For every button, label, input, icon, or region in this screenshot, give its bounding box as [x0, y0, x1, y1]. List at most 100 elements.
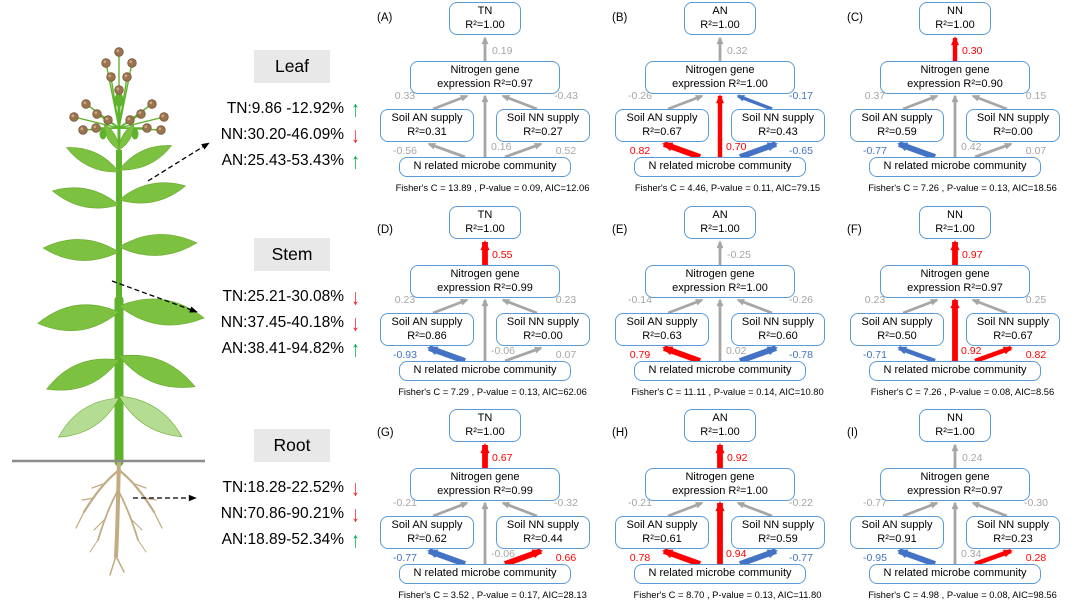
panel-letter: (E): [612, 224, 628, 236]
coef-soilnn_to_gene: -0.17: [789, 90, 813, 102]
gene-line1: Nitrogen gene: [450, 268, 520, 281]
fisher-stats: Fisher's C = 8.70 , P-value = 0.13, AIC=…: [633, 589, 822, 600]
arrow-soilnn_to_gene: [971, 501, 1008, 518]
target-r2: R²=1.00: [935, 18, 975, 31]
arrow-microbe_to_soilan: [897, 345, 936, 364]
arrow-soilan_to_gene: [667, 298, 704, 315]
gene-line1: Nitrogen gene: [685, 471, 755, 484]
trend-down-icon: ↓: [351, 284, 360, 310]
microbe-label: N related microbe community: [648, 364, 792, 377]
target-label: NN: [947, 412, 963, 425]
target-r2: R²=1.00: [465, 18, 505, 31]
gene-line1: Nitrogen gene: [450, 64, 520, 77]
soil-an-r2: R²=0.67: [642, 125, 682, 138]
coef-microbe_to_gene: 0.70: [726, 141, 747, 153]
target-label: AN: [712, 209, 728, 222]
coef-soilan_to_gene: 0.37: [865, 90, 886, 102]
soil-nn-line1: Soil NN supply: [741, 519, 815, 532]
stat-text: AN:38.41-94.82%: [221, 340, 344, 357]
soil-an-r2: R²=0.50: [877, 329, 917, 342]
microbe-label: N related microbe community: [413, 160, 557, 173]
stat-text: TN:9.86 -12.92%: [226, 100, 344, 117]
coef-microbe_to_gene: -0.06: [491, 345, 515, 357]
microbe-box: N related microbe community: [869, 157, 1041, 177]
panel-letter: (F): [847, 224, 862, 236]
trend-up-icon: ↑: [351, 148, 360, 174]
coef-microbe_to_gene: 0.16: [491, 141, 512, 153]
coef-microbe_to_soilnn: 0.28: [1026, 552, 1047, 564]
connector-stem: [111, 280, 198, 313]
coef-soilan_to_gene: -0.21: [393, 497, 417, 509]
stat-row: TN:18.28-22.52%↓: [190, 475, 362, 501]
soil-nn-r2: R²=0.60: [758, 329, 798, 342]
trend-up-icon: ↑: [351, 96, 360, 122]
coef-microbe_to_gene: 0.42: [961, 141, 982, 153]
arrow-microbe_to_soilnn: [504, 142, 543, 159]
arrow-microbe_to_soilnn: [739, 345, 778, 364]
arrow-soilnn_to_gene: [501, 298, 538, 315]
section-leaf-label: Leaf: [254, 50, 330, 83]
coef-soilnn_to_gene: -0.26: [789, 294, 813, 306]
arrow-soilnn_to_gene: [736, 501, 773, 518]
soil-an-r2: R²=0.63: [642, 329, 682, 342]
target-label: NN: [947, 5, 963, 18]
arrow-soilan_to_gene: [667, 94, 704, 111]
gene-line2: expression R²=0.99: [437, 484, 533, 497]
target-r2: R²=1.00: [700, 425, 740, 438]
coef-soilan_to_gene: -0.21: [628, 497, 652, 509]
coef-microbe_to_soilan: -0.77: [863, 145, 887, 157]
coef-soilan_to_gene: 0.33: [395, 90, 416, 102]
coef-soilan_to_gene: -0.14: [628, 294, 652, 306]
target-r2: R²=1.00: [465, 425, 505, 438]
soil-nn-line1: Soil NN supply: [741, 112, 815, 125]
microbe-box: N related microbe community: [399, 564, 571, 584]
arrow-soilnn_to_gene: [501, 501, 538, 518]
trend-down-icon: ↓: [351, 122, 360, 148]
stat-row: NN:30.20-46.09%↓: [190, 122, 362, 148]
target-label: NN: [947, 209, 963, 222]
coef-microbe_to_soilnn: -0.65: [789, 145, 813, 157]
coef-microbe_to_soilan: -0.95: [863, 552, 887, 564]
coef-microbe_to_soilan: -0.93: [393, 349, 417, 361]
coef-microbe_to_gene: 0.02: [726, 345, 747, 357]
arrow-soilan_to_gene: [902, 501, 939, 518]
arrow-microbe_to_soilnn: [974, 142, 1013, 159]
coef-microbe_to_soilan: -0.71: [863, 349, 887, 361]
target-r2: R²=1.00: [700, 222, 740, 235]
trend-up-icon: ↑: [351, 527, 360, 553]
panel-letter: (D): [377, 224, 393, 236]
coef-microbe_to_soilnn: 0.82: [1026, 349, 1047, 361]
arrow-soilnn_to_gene: [971, 94, 1008, 111]
coef-soilnn_to_gene: 0.23: [556, 294, 577, 306]
arrow-soilan_to_gene: [432, 94, 469, 111]
soil-nn-r2: R²=0.67: [993, 329, 1033, 342]
fisher-stats: Fisher's C = 3.52 , P-value = 0.17, AIC=…: [398, 589, 587, 600]
coef-microbe_to_soilan: 0.78: [630, 552, 651, 564]
coef-gene_to_target: 0.24: [962, 452, 983, 464]
arrow-microbe_to_soilnn: [504, 548, 543, 567]
microbe-box: N related microbe community: [634, 157, 806, 177]
soil-nn-r2: R²=0.00: [993, 125, 1033, 138]
coef-soilnn_to_gene: -0.30: [1024, 497, 1048, 509]
